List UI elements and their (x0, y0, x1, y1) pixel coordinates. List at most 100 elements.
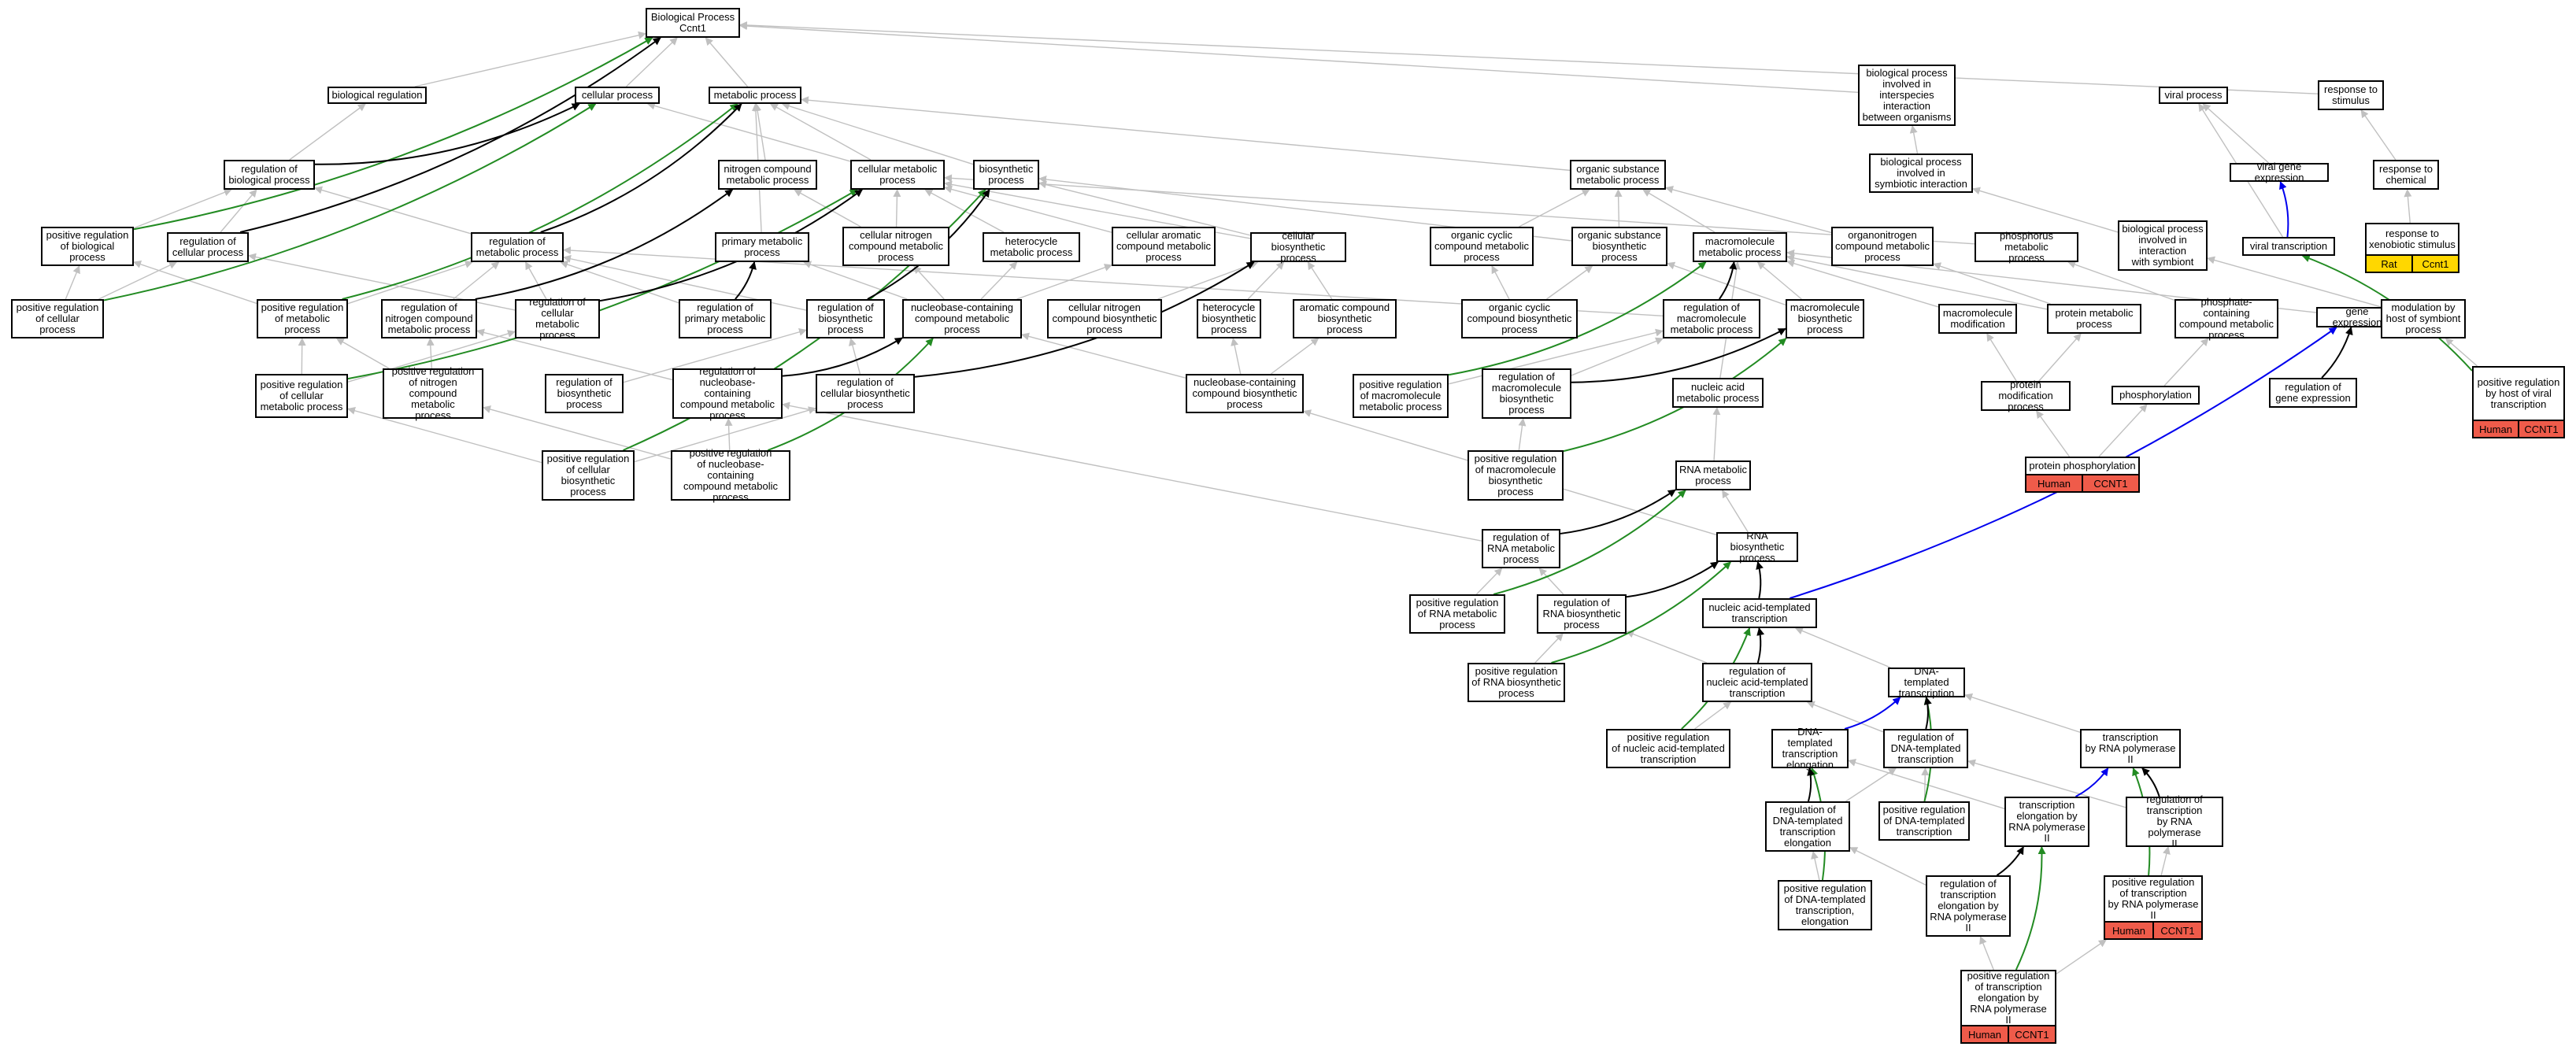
go-term-posregrnamet[interactable]: positive regulation of RNA metabolic pro… (1409, 594, 1505, 634)
go-term-symbiotic[interactable]: biological process involved in symbiotic… (1869, 153, 1973, 193)
go-term-cellbio[interactable]: cellular biosynthetic process (1250, 231, 1346, 264)
go-term-orgcyclic[interactable]: organic cyclic compound metabolic proces… (1430, 227, 1534, 266)
go-term-reggene[interactable]: regulation of gene expression (2269, 378, 2357, 408)
go-term-posregcell[interactable]: positive regulation of cellular process (11, 299, 104, 338)
go-term-protphos[interactable]: protein phosphorylation (2025, 457, 2140, 475)
go-term-regcellmet[interactable]: regulation of cellular metabolic process (515, 297, 600, 341)
go-term-orgbio[interactable]: organic substance biosynthetic process (1571, 227, 1667, 266)
go-term-heteromet[interactable]: heterocycle metabolic process (983, 232, 1080, 262)
edge-regcell-to-regbio (220, 189, 257, 233)
go-term-phosph[interactable]: phosphorylation (2112, 386, 2200, 405)
go-term-phosmet[interactable]: phosphorus metabolic process (1975, 231, 2078, 264)
go-term-posregmacromet[interactable]: positive regulation of macromolecule met… (1353, 374, 1449, 418)
go-term-xeno[interactable]: response to xenobiotic stimulus (2365, 223, 2459, 256)
edge-regmacrobio-to-regmacromet (1571, 337, 1664, 376)
go-term-regelongpol2[interactable]: regulation of transcription elongation b… (1926, 875, 2011, 937)
go-term-regbiosyn[interactable]: regulation of biosynthetic process (806, 299, 885, 338)
go-term-protmet[interactable]: protein metabolic process (2047, 304, 2141, 334)
go-term-primary[interactable]: primary metabolic process (715, 232, 809, 262)
go-term-regtxpol2[interactable]: regulation of transcription by RNA polym… (2126, 794, 2223, 849)
go-term-regnitro[interactable]: regulation of nitrogen compound metaboli… (381, 299, 477, 338)
go-term-regnucmet[interactable]: regulation of nucleobase-containing comp… (672, 366, 783, 421)
go-term-posregrnabio[interactable]: positive regulation of RNA biosynthetic … (1468, 663, 1565, 702)
go-term-regrnamet[interactable]: regulation of RNA metabolic process (1482, 529, 1560, 568)
edge-protmet-to-organonit (1933, 262, 2051, 305)
go-term-dnaelong[interactable]: DNA-templated transcription elongation (1771, 727, 1849, 771)
go-term-regdnaelong[interactable]: regulation of DNA-templated transcriptio… (1765, 801, 1850, 852)
go-term-nucacidtx[interactable]: nucleic acid-templated transcription (1702, 598, 1817, 628)
go-term-regbiosynth[interactable]: regulation of biosynthetic process (545, 374, 624, 413)
go-term-macromod[interactable]: macromolecule modification (1938, 304, 2017, 334)
go-term-protmod[interactable]: protein modification process (1981, 379, 2071, 412)
go-term-metproc[interactable]: metabolic process (709, 87, 801, 104)
go-term-posregbio[interactable]: positive regulation of biological proces… (41, 227, 134, 266)
go-term-rnamet[interactable]: RNA metabolic process (1675, 460, 1751, 490)
go-term-stimulus[interactable]: response to stimulus (2318, 80, 2384, 110)
go-term-posviral[interactable]: positive regulation by host of viral tra… (2472, 366, 2565, 421)
edge-cellnitro-to-cellmet (893, 189, 901, 227)
go-term-posregnucacidtx[interactable]: positive regulation of nucleic acid-temp… (1606, 729, 1730, 768)
go-term-regcellbio[interactable]: regulation of cellular biosynthetic proc… (816, 374, 915, 413)
edge-cellnitrobio-to-cellbio (1157, 261, 1259, 300)
go-term-regnucacidtx[interactable]: regulation of nucleic acid-templated tra… (1702, 663, 1812, 702)
go-term-regcell[interactable]: regulation of cellular process (167, 232, 249, 262)
go-term-biosyn[interactable]: biosynthetic process (973, 160, 1039, 190)
go-term-posregcellmet[interactable]: positive regulation of cellular metaboli… (255, 374, 348, 418)
go-term-posregtxpol2[interactable]: positive regulation of transcription by … (2104, 875, 2203, 923)
go-term-macrobio[interactable]: macromolecule biosynthetic process (1786, 299, 1864, 338)
go-term-root[interactable]: Biological Process Ccnt1 (646, 8, 740, 38)
go-term-txpol2[interactable]: transcription by RNA polymerase II (2080, 729, 2181, 768)
go-term-cellproc[interactable]: cellular process (575, 87, 660, 104)
go-term-macromet[interactable]: macromolecule metabolic process (1693, 232, 1787, 262)
go-term-orgsub[interactable]: organic substance metabolic process (1570, 160, 1666, 190)
go-term-regdnatx[interactable]: regulation of DNA-templated transcriptio… (1883, 729, 1968, 768)
go-term-posregdnaelong[interactable]: positive regulation of DNA-templated tra… (1778, 880, 1872, 930)
go-term-posregnuc[interactable]: positive regulation of nucleobase-contai… (671, 448, 790, 503)
go-term-regprim[interactable]: regulation of primary metabolic process (679, 299, 772, 338)
species-tag: Human (1962, 1026, 2008, 1042)
go-term-interspecies[interactable]: biological process involved in interspec… (1858, 65, 1956, 126)
go-term-posregcellbio[interactable]: positive regulation of cellular biosynth… (542, 450, 635, 501)
go-term-viralgene[interactable]: viral gene expression (2230, 161, 2329, 183)
go-term-rnabio[interactable]: RNA biosynthetic process (1716, 531, 1798, 564)
go-term-posregelongpol2[interactable]: positive regulation of transcription elo… (1960, 970, 2056, 1026)
go-term-cellmet[interactable]: cellular metabolic process (850, 160, 945, 190)
go-term-regmet[interactable]: regulation of metabolic process (471, 232, 564, 262)
go-term-regmacrobio[interactable]: regulation of macromolecule biosynthetic… (1482, 368, 1571, 419)
go-term-elongpol2[interactable]: transcription elongation by RNA polymera… (2004, 797, 2089, 847)
edge-posregcell-to-regcell (98, 261, 178, 300)
go-term-arombio[interactable]: aromatic compound biosynthetic process (1293, 299, 1397, 338)
edge-macrobio-to-macromet (1756, 261, 1802, 300)
go-term-modsymb[interactable]: modulation by host of symbiont process (2381, 299, 2466, 338)
go-term-cellarom[interactable]: cellular aromatic compound metabolic pro… (1112, 227, 1216, 266)
go-term-withsymb[interactable]: biological process involved in interacti… (2118, 220, 2208, 271)
go-term-viral[interactable]: viral process (2159, 87, 2228, 104)
go-term-nucbio[interactable]: nucleobase-containing compound biosynthe… (1186, 374, 1304, 413)
go-term-cellnitrobio[interactable]: cellular nitrogen compound biosynthetic … (1047, 299, 1162, 338)
go-term-phoscont[interactable]: phosphate-containing compound metabolic … (2174, 297, 2278, 341)
species-tag: Human (2105, 923, 2152, 938)
go-term-regbio[interactable]: regulation of biological process (224, 160, 315, 190)
go-term-heterobio[interactable]: heterocycle biosynthetic process (1197, 299, 1261, 338)
go-term-orgcyclicbio[interactable]: organic cyclic compound biosynthetic pro… (1461, 299, 1578, 338)
edge-cellmet-to-cellproc (646, 102, 851, 162)
go-term-posregdnatx[interactable]: positive regulation of DNA-templated tra… (1878, 801, 1970, 841)
go-term-nucmet[interactable]: nucleobase-containing compound metabolic… (902, 299, 1022, 338)
go-term-bioreg[interactable]: biological regulation (328, 87, 427, 104)
go-term-posregnitro[interactable]: positive regulation of nitrogen compound… (383, 366, 483, 421)
go-term-nucacid[interactable]: nucleic acid metabolic process (1672, 378, 1764, 408)
go-term-nitrogen[interactable]: nitrogen compound metabolic process (718, 160, 817, 190)
go-term-regmacromet[interactable]: regulation of macromolecule metabolic pr… (1663, 299, 1760, 338)
edge-nucmet-to-primary (803, 261, 908, 300)
go-term-organonit[interactable]: organonitrogen compound metabolic proces… (1831, 227, 1934, 266)
go-term-viraltx[interactable]: viral transcription (2242, 237, 2335, 256)
go-term-posregmacrobio[interactable]: positive regulation of macromolecule bio… (1468, 450, 1564, 501)
go-term-dnatx[interactable]: DNA-templated transcription (1888, 666, 1965, 699)
go-term-regrnabio[interactable]: regulation of RNA biosynthetic process (1537, 594, 1627, 634)
go-term-posregmet[interactable]: positive regulation of metabolic process (257, 299, 348, 338)
go-term-cellnitro[interactable]: cellular nitrogen compound metabolic pro… (842, 227, 949, 266)
go-term-chemical[interactable]: response to chemical (2373, 160, 2439, 190)
edge-posregcellbio-to-posregcellmet (347, 406, 542, 464)
